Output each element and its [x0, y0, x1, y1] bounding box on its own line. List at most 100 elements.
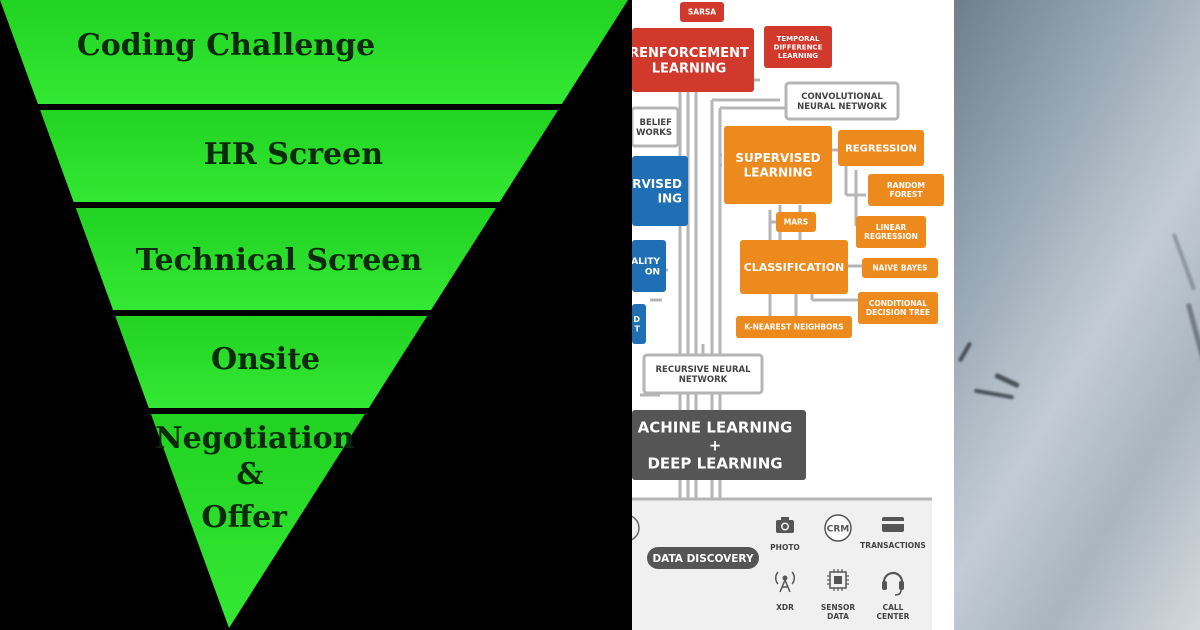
node-box: [856, 216, 926, 248]
ml-diagram: SARSARENFORCEMENTLEARNINGTEMPORALDIFFERE…: [632, 2, 944, 630]
node-label: RVISED: [632, 177, 682, 191]
node-label: TEMPORAL: [777, 35, 820, 43]
chip-icon: [827, 569, 849, 591]
data-discovery-badge: DATA DISCOVERY: [647, 547, 759, 569]
source-label: XDR: [776, 603, 794, 612]
funnel-stage-negotiation-offer: [150, 414, 365, 628]
funnel-stage-label: HR Screen: [204, 137, 384, 172]
funnel-stage-label: Offer: [201, 500, 288, 535]
funnel-stage-technical-screen: [75, 208, 496, 310]
pen-stroke: [994, 372, 1020, 389]
crm-icon: CRM: [824, 514, 852, 542]
node-label: T: [635, 325, 641, 334]
data-discovery-label: DATA DISCOVERY: [652, 553, 754, 565]
node-box: [862, 258, 938, 278]
node-label: RANDOM: [887, 181, 925, 190]
funnel-stage-onsite: [115, 316, 428, 408]
source-label: PHOTO: [770, 543, 800, 552]
node-box: [724, 126, 832, 204]
node-label: MARS: [784, 218, 808, 227]
source-label: CALL: [883, 603, 904, 612]
node-label: NEURAL NETWORK: [797, 102, 887, 112]
node-label: LINEAR: [876, 223, 907, 232]
node-box: [632, 156, 688, 226]
node-label: SARSA: [688, 8, 716, 17]
paper-photo: [954, 0, 1200, 630]
pen-stroke: [1185, 302, 1200, 363]
node-box: [632, 106, 680, 148]
node-label: DEEP LEARNING: [647, 454, 782, 472]
node-box: [632, 28, 754, 92]
node-sarsa: SARSA: [680, 2, 724, 22]
node-box: [858, 292, 938, 324]
node-box: [680, 2, 724, 22]
node-box: [838, 130, 924, 166]
node-label: REGRESSION: [845, 144, 917, 155]
node-box: [632, 304, 646, 344]
funnel-stage-coding-challenge: [0, 0, 628, 104]
node-label: BELIEF: [640, 118, 673, 128]
node-label: RECURSIVE NEURAL: [655, 365, 751, 375]
funnel-stage-label: Coding Challenge: [77, 28, 375, 63]
node-label: +: [709, 436, 722, 454]
node-box: [868, 174, 944, 206]
source-photo: PHOTO: [770, 517, 800, 552]
funnel-stage-label: Technical Screen: [136, 243, 423, 278]
headset-icon: [882, 571, 904, 596]
source-label: DATA: [827, 612, 849, 621]
node-ml-dl: ACHINE LEARNING+DEEP LEARNING: [632, 410, 806, 480]
node-label: FOREST: [890, 190, 924, 199]
node-box: [642, 353, 764, 395]
source-label: CENTER: [877, 612, 910, 621]
funnel-stage-label: Onsite: [211, 342, 320, 377]
node-label: K-NEAREST NEIGHBORS: [744, 323, 843, 332]
source-transactions: TRANSACTIONS: [860, 517, 926, 550]
node-box: [784, 81, 900, 121]
camera-icon: [776, 517, 794, 533]
partial-icon: [632, 515, 640, 541]
funnel-stage-label: Negotiation: [155, 421, 354, 456]
node-knn: K-NEAREST NEIGHBORS: [736, 316, 852, 338]
node-label: NAIVE BAYES: [872, 264, 927, 273]
node-box: [632, 240, 666, 292]
node-label: ON: [645, 268, 660, 278]
source-crm: CRM: [824, 514, 852, 542]
node-box: [632, 410, 806, 480]
node-box: [740, 240, 848, 294]
node-classification: CLASSIFICATION: [740, 240, 848, 294]
node-label: LEARNING: [744, 166, 813, 180]
node-label: CONDITIONAL: [869, 299, 928, 308]
node-label: REGRESSION: [864, 232, 918, 241]
badge-bg: [647, 547, 759, 569]
node-box: [736, 316, 852, 338]
node-label: WORKS: [636, 128, 672, 138]
node-label: DIFFERENCE: [774, 44, 823, 52]
node-label: D: [633, 315, 640, 324]
node-label: DECISION TREE: [866, 308, 930, 317]
crm-icon-text: CRM: [827, 525, 850, 535]
funnel-stage-hr-screen: [40, 110, 559, 202]
source-label: TRANSACTIONS: [860, 541, 926, 550]
node-mars: MARS: [776, 212, 816, 232]
source-label: SENSOR: [821, 603, 856, 612]
node-naive-bayes: NAIVE BAYES: [862, 258, 938, 278]
node-label: RENFORCEMENT: [632, 46, 749, 61]
pen-stroke: [957, 341, 973, 363]
node-box: [776, 212, 816, 232]
node-box: [764, 26, 832, 68]
